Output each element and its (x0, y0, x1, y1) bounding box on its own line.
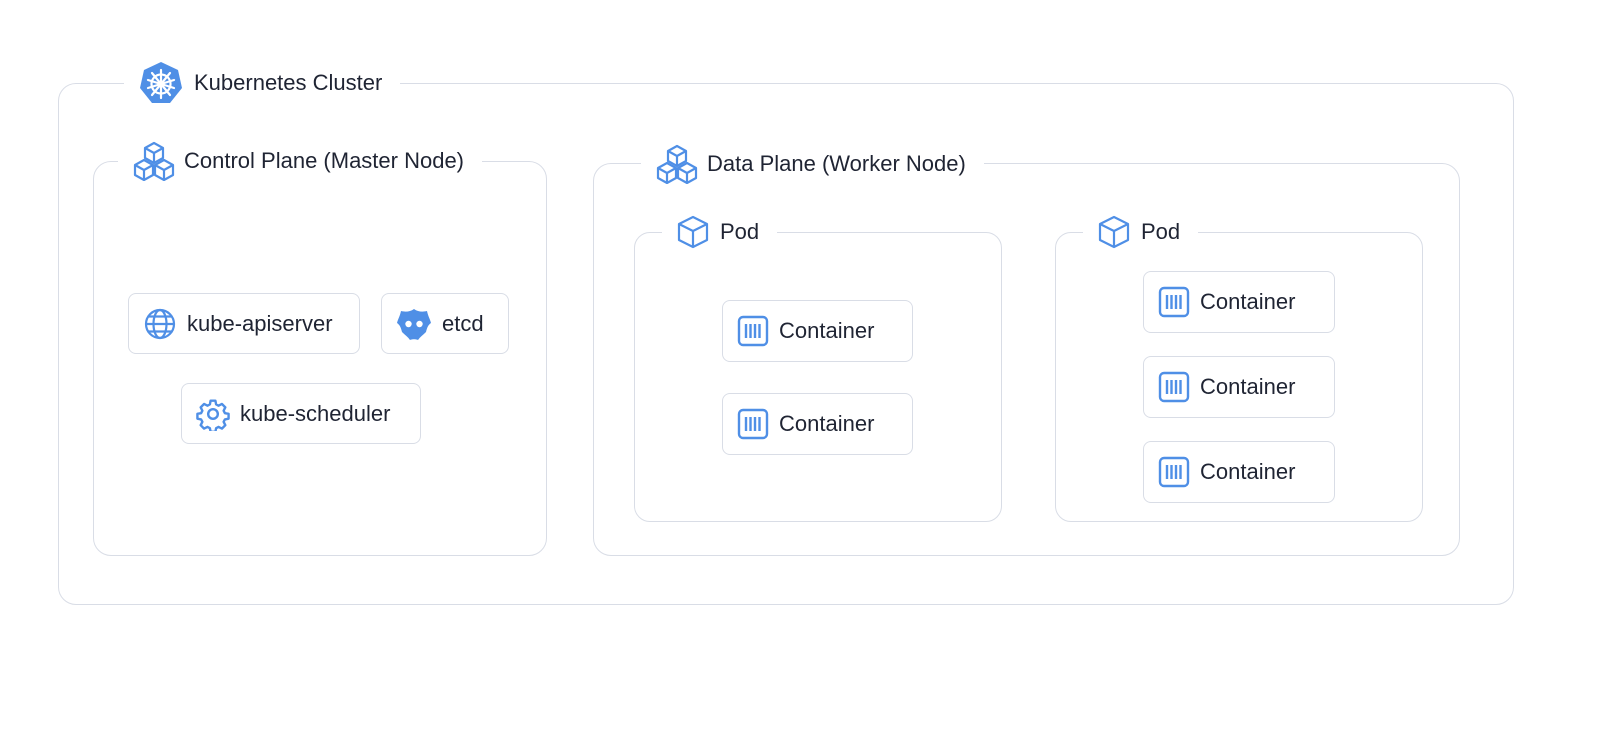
data-plane-title: Data Plane (Worker Node) (641, 143, 984, 185)
cubes-icon (655, 144, 699, 184)
pod-group (1055, 232, 1423, 522)
data-plane-title-label: Data Plane (Worker Node) (707, 151, 966, 176)
etcd-icon (396, 306, 432, 342)
container-label: Container (1200, 289, 1296, 314)
control-plane-title: Control Plane (Master Node) (118, 140, 483, 182)
pod-group (634, 232, 1002, 522)
pod-title-label: Pod (1141, 219, 1181, 244)
container-node: Container (1143, 441, 1335, 503)
cube-icon (1097, 215, 1131, 249)
globe-icon (143, 307, 177, 341)
kube-scheduler-node: kube-scheduler (181, 383, 421, 444)
cluster-title-label: Kubernetes Cluster (194, 70, 383, 95)
kubernetes-helm-icon (138, 60, 184, 106)
container-node: Container (1143, 356, 1335, 418)
etcd-label: etcd (442, 310, 484, 336)
control-plane-title-label: Control Plane (Master Node) (184, 148, 465, 173)
kube-scheduler-label: kube-scheduler (240, 400, 391, 426)
container-label: Container (779, 411, 875, 436)
container-node: Container (1143, 271, 1335, 333)
container-icon (1158, 371, 1190, 403)
container-label: Container (779, 318, 875, 343)
pod-title-label: Pod (720, 219, 760, 244)
pod-title: Pod (1083, 212, 1199, 252)
cluster-group (58, 83, 1514, 605)
cubes-icon (132, 141, 176, 181)
gear-icon (196, 397, 230, 431)
container-label: Container (1200, 459, 1296, 484)
container-icon (1158, 456, 1190, 488)
cube-icon (676, 215, 710, 249)
cluster-title: Kubernetes Cluster (124, 60, 401, 106)
data-plane-group (593, 163, 1460, 556)
kube-apiserver-node: kube-apiserver (128, 293, 360, 354)
container-node: Container (722, 300, 913, 362)
etcd-node: etcd (381, 293, 509, 354)
pod-title: Pod (662, 212, 778, 252)
container-icon (737, 408, 769, 440)
container-icon (1158, 286, 1190, 318)
control-plane-group (93, 161, 547, 556)
container-node: Container (722, 393, 913, 455)
container-icon (737, 315, 769, 347)
kube-apiserver-label: kube-apiserver (187, 310, 333, 336)
container-label: Container (1200, 374, 1296, 399)
